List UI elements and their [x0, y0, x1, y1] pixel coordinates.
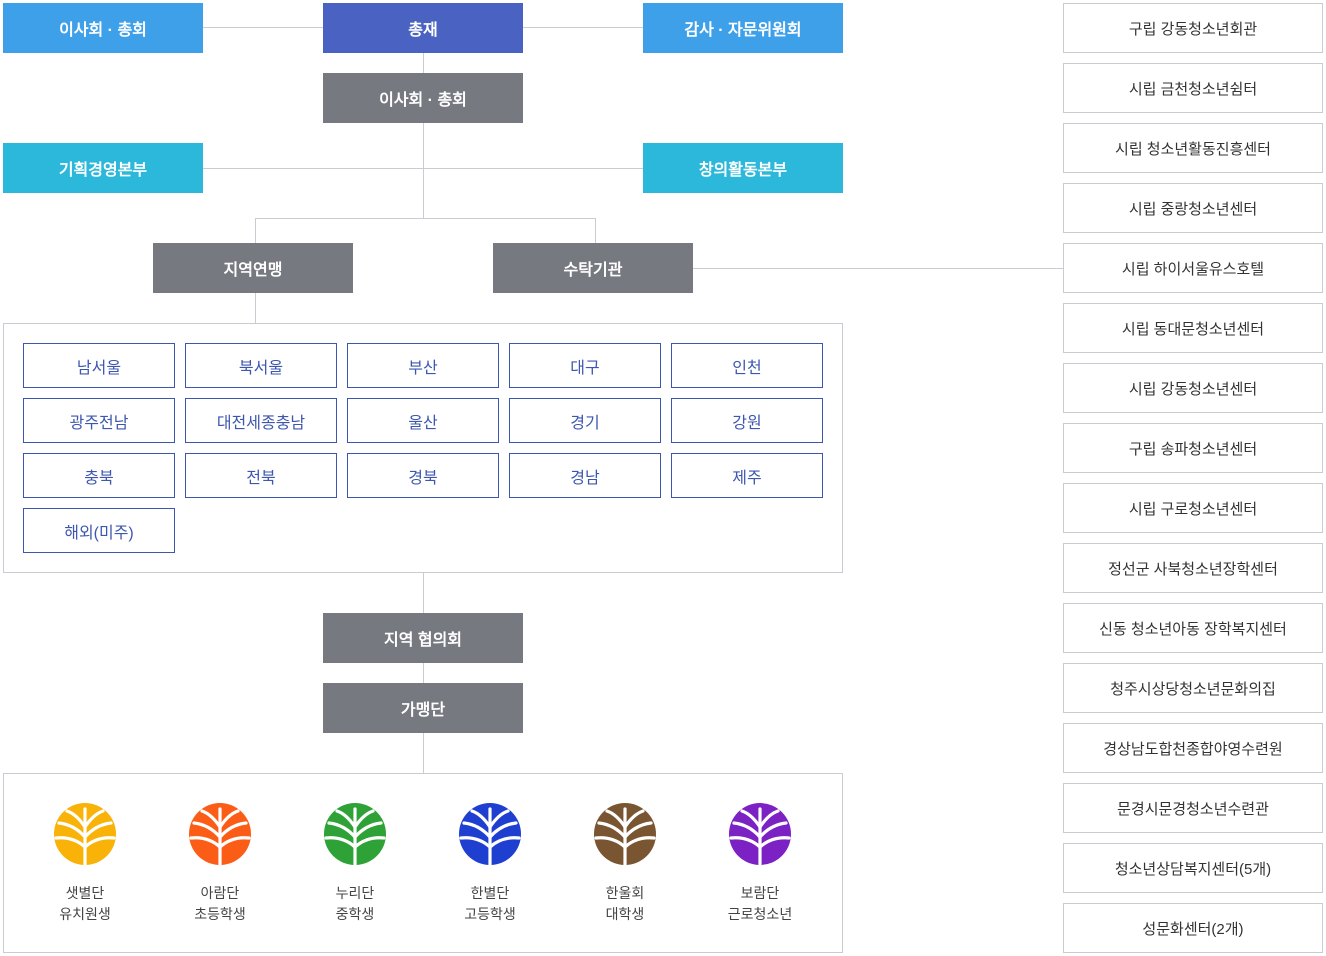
facility-item: 시립 동대문청소년센터 — [1063, 303, 1323, 353]
region-item: 울산 — [347, 398, 499, 443]
connector-trust-facilities — [693, 268, 1063, 269]
youth-group-name: 보람단 — [740, 885, 780, 901]
connector-trunk-upper — [423, 53, 424, 218]
tree-logo-brown-icon — [594, 803, 656, 865]
connector-branch-right-drop — [595, 218, 596, 243]
region-item: 제주 — [671, 453, 823, 498]
region-item: 광주전남 — [23, 398, 175, 443]
connector-branch-row — [255, 218, 596, 219]
facility-item: 시립 구로청소년센터 — [1063, 483, 1323, 533]
youth-group-name: 한울회 — [605, 885, 645, 901]
connector-panel-council — [423, 573, 424, 613]
youth-group-name: 한별단 — [470, 885, 510, 901]
youth-group-description: 중학생 — [335, 906, 375, 922]
youth-group-description: 고등학생 — [464, 906, 516, 922]
tree-logo-green-icon — [324, 803, 386, 865]
region-item: 전북 — [185, 453, 337, 498]
region-item: 인천 — [671, 343, 823, 388]
facility-item: 청소년상담복지센터(5개) — [1063, 843, 1323, 893]
facility-item: 시립 청소년활동진흥센터 — [1063, 123, 1323, 173]
creative-division-box: 창의활동본부 — [643, 143, 843, 193]
youth-group-description: 근로청소년 — [727, 906, 793, 922]
facility-item: 시립 금천청소년쉼터 — [1063, 63, 1323, 113]
facility-item: 구립 송파청소년센터 — [1063, 423, 1323, 473]
connector-branch-left-drop — [255, 218, 256, 243]
region-item: 대전세종충남 — [185, 398, 337, 443]
region-item: 북서울 — [185, 343, 337, 388]
board-box: 이사회 · 총회 — [323, 73, 523, 123]
region-item: 대구 — [509, 343, 661, 388]
board-general-assembly-box: 이사회 · 총회 — [3, 3, 203, 53]
tree-logo-orange-icon — [189, 803, 251, 865]
planning-division-box: 기획경영본부 — [3, 143, 203, 193]
region-item: 부산 — [347, 343, 499, 388]
audit-advisory-box: 감사 · 자문위원회 — [643, 3, 843, 53]
facility-item: 신동 청소년아동 장학복지센터 — [1063, 603, 1323, 653]
connector-federation-panel — [255, 293, 256, 323]
youth-group-name: 누리단 — [335, 885, 375, 901]
trust-institution-box: 수탁기관 — [493, 243, 693, 293]
connector-members-groups — [423, 733, 424, 773]
groups-panel — [3, 773, 843, 953]
region-item: 남서울 — [23, 343, 175, 388]
youth-group-name: 아람단 — [200, 885, 240, 901]
tree-logo-purple-icon — [729, 803, 791, 865]
region-item: 충북 — [23, 453, 175, 498]
regions-panel — [3, 323, 843, 573]
facility-item: 경상남도합천종합야영수련원 — [1063, 723, 1323, 773]
youth-group-description: 유치원생 — [59, 906, 111, 922]
region-item: 해외(미주) — [23, 508, 175, 553]
facility-item: 구립 강동청소년회관 — [1063, 3, 1323, 53]
facility-item: 성문화센터(2개) — [1063, 903, 1323, 953]
member-groups-box: 가맹단 — [323, 683, 523, 733]
region-item: 경기 — [509, 398, 661, 443]
facility-item: 시립 하이서울유스호텔 — [1063, 243, 1323, 293]
facility-item: 시립 중랑청소년센터 — [1063, 183, 1323, 233]
facility-item: 문경시문경청소년수련관 — [1063, 783, 1323, 833]
tree-logo-yellow-icon — [54, 803, 116, 865]
region-item: 경북 — [347, 453, 499, 498]
region-item: 경남 — [509, 453, 661, 498]
youth-group-name: 샛별단 — [65, 885, 105, 901]
facility-item: 청주시상당청소년문화의집 — [1063, 663, 1323, 713]
connector-council-members — [423, 663, 424, 683]
regional-federation-box: 지역연맹 — [153, 243, 353, 293]
youth-group-description: 대학생 — [605, 906, 645, 922]
youth-group-description: 초등학생 — [194, 906, 246, 922]
facility-item: 정선군 사북청소년장학센터 — [1063, 543, 1323, 593]
president-box: 총재 — [323, 3, 523, 53]
regional-council-box: 지역 협의회 — [323, 613, 523, 663]
tree-logo-blue-icon — [459, 803, 521, 865]
connector-division-row — [203, 168, 643, 169]
region-item: 강원 — [671, 398, 823, 443]
facility-item: 시립 강동청소년센터 — [1063, 363, 1323, 413]
